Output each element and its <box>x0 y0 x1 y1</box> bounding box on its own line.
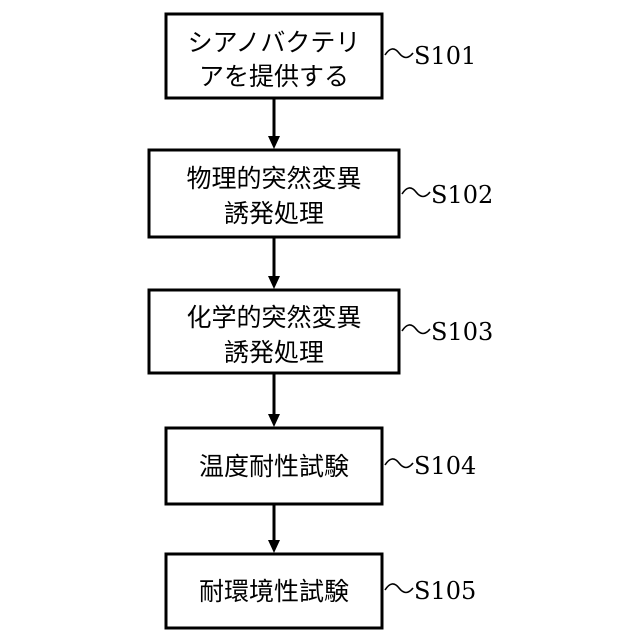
step-text-line-2: アを提供する <box>199 62 349 91</box>
step-text-line-1: シアノバクテリ <box>188 28 361 57</box>
step-text-line-1: 化学的突然変異 <box>186 303 361 332</box>
step-text-line-2: 誘発処理 <box>224 199 324 228</box>
step-label: S104 <box>414 452 476 480</box>
step-s103: 化学的突然変異 誘発処理 S103 <box>149 290 493 373</box>
step-s101: シアノバクテリ アを提供する S101 <box>166 14 476 98</box>
step-label: S105 <box>414 577 476 605</box>
flow-arrow <box>268 504 280 553</box>
flow-arrow <box>268 373 280 427</box>
step-text-line-1: 物理的突然変異 <box>186 164 361 193</box>
step-s102: 物理的突然変異 誘発処理 S102 <box>149 150 493 237</box>
flow-arrow <box>268 237 280 289</box>
flow-arrow <box>268 98 280 149</box>
step-text-line-2: 誘発処理 <box>224 338 324 367</box>
step-text-line-1: 温度耐性試験 <box>199 452 349 481</box>
step-text-line-1: 耐環境性試験 <box>199 577 349 606</box>
step-label: S103 <box>431 318 493 346</box>
label-leader <box>402 325 430 334</box>
label-leader <box>385 459 413 468</box>
step-label: S101 <box>414 42 476 70</box>
label-leader <box>402 188 430 197</box>
label-leader <box>385 584 413 593</box>
step-label: S102 <box>431 181 493 209</box>
step-s104: 温度耐性試験 S104 <box>166 428 476 504</box>
label-leader <box>385 49 413 58</box>
step-s105: 耐環境性試験 S105 <box>166 554 476 628</box>
